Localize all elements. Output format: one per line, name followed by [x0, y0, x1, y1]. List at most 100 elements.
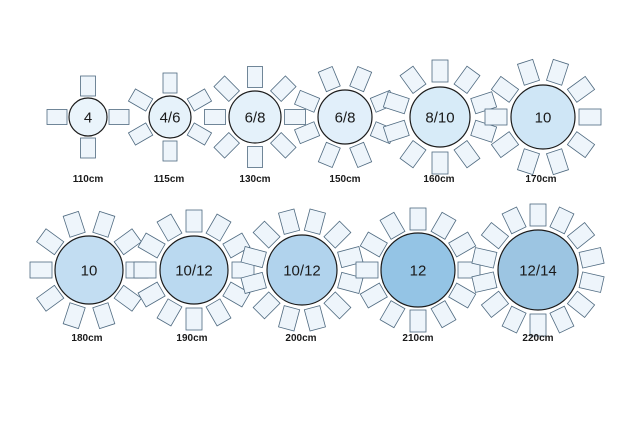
chair-icon: [323, 291, 352, 320]
chair-icon: [185, 209, 203, 233]
chair-icon: [317, 141, 341, 168]
round-table: [497, 229, 579, 311]
chair-icon: [294, 121, 321, 145]
chair-icon: [108, 109, 130, 125]
chair-icon: [448, 231, 477, 258]
round-table: [159, 235, 229, 305]
chair-icon: [252, 220, 281, 249]
chair-icon: [453, 65, 481, 94]
chair-icon: [349, 141, 373, 168]
seat-count-label: 12/14: [519, 263, 557, 280]
seat-count-label: 6/8: [335, 110, 356, 127]
table-size-label: 220cm: [522, 333, 553, 344]
chair-icon: [379, 300, 406, 329]
table-size-label: 200cm: [285, 333, 316, 344]
chair-icon: [501, 305, 527, 334]
chair-icon: [113, 228, 142, 256]
chair-icon: [204, 109, 226, 125]
chair-icon: [36, 284, 65, 312]
chair-icon: [566, 222, 596, 250]
seat-count-label: 10: [535, 110, 552, 127]
chair-icon: [127, 122, 154, 146]
table-group: 8/10 160cm: [382, 59, 498, 185]
chair-icon: [284, 109, 306, 125]
chair-icon: [222, 232, 251, 259]
chair-icon: [457, 261, 481, 279]
chair-icon: [453, 140, 481, 169]
chair-icon: [471, 247, 498, 269]
chair-icon: [549, 206, 575, 235]
chair-icon: [80, 75, 96, 97]
table-size-label: 170cm: [525, 174, 556, 185]
chair-icon: [490, 75, 520, 103]
table-size-label: 180cm: [71, 333, 102, 344]
chair-icon: [303, 208, 326, 235]
chair-icon: [399, 65, 427, 94]
chair-icon: [545, 148, 570, 176]
chair-icon: [240, 246, 267, 269]
chair-icon: [162, 140, 178, 162]
chair-icon: [113, 284, 142, 312]
round-table: [317, 89, 373, 145]
table-size-label: 190cm: [176, 333, 207, 344]
chair-icon: [278, 305, 301, 332]
chair-icon: [213, 75, 240, 102]
chair-icon: [430, 211, 457, 240]
chair-icon: [359, 282, 388, 309]
chair-icon: [545, 58, 570, 86]
table-group: 10 170cm: [484, 58, 602, 185]
chair-icon: [516, 58, 541, 86]
chair-icon: [156, 213, 183, 242]
round-table: [54, 235, 124, 305]
chair-icon: [578, 108, 602, 126]
chair-icon: [62, 302, 86, 330]
chair-icon: [162, 72, 178, 94]
seat-count-label: 8/10: [425, 110, 454, 127]
seat-count-label: 10: [81, 263, 98, 280]
seat-count-label: 10/12: [283, 263, 321, 280]
table-group: 12/14 220cm: [471, 203, 605, 344]
chair-icon: [431, 151, 449, 175]
chair-icon: [278, 208, 301, 235]
table-size-label: 110cm: [73, 174, 104, 185]
chair-icon: [382, 91, 410, 115]
round-table: [510, 84, 576, 150]
chair-icon: [516, 148, 541, 176]
chair-icon: [46, 109, 68, 125]
round-table: [228, 90, 282, 144]
chair-icon: [240, 271, 267, 294]
chair-icon: [36, 228, 65, 256]
chair-icon: [549, 305, 575, 334]
table-size-label: 160cm: [423, 174, 454, 185]
chair-icon: [490, 131, 520, 159]
chair-icon: [430, 300, 457, 329]
chair-icon: [317, 66, 341, 93]
chair-icon: [382, 119, 410, 143]
chair-icon: [529, 313, 547, 337]
chair-icon: [399, 140, 427, 169]
chair-icon: [578, 247, 605, 269]
chair-icon: [270, 132, 297, 159]
chair-icon: [137, 232, 166, 259]
round-table: [266, 234, 338, 306]
chair-icon: [566, 75, 596, 103]
chair-icon: [213, 132, 240, 159]
seat-count-label: 4/6: [160, 110, 181, 127]
chair-icon: [359, 231, 388, 258]
chair-icon: [431, 59, 449, 83]
table-size-label: 130cm: [239, 174, 270, 185]
chair-icon: [294, 89, 321, 113]
chair-icon: [501, 206, 527, 235]
chair-icon: [92, 302, 116, 330]
chair-icon: [409, 207, 427, 231]
chair-icon: [578, 271, 605, 293]
table-size-label: 210cm: [402, 333, 433, 344]
chair-icon: [222, 281, 251, 308]
round-table: [380, 232, 456, 308]
table-group: 10/12 200cm: [240, 208, 364, 344]
chair-icon: [156, 298, 183, 327]
